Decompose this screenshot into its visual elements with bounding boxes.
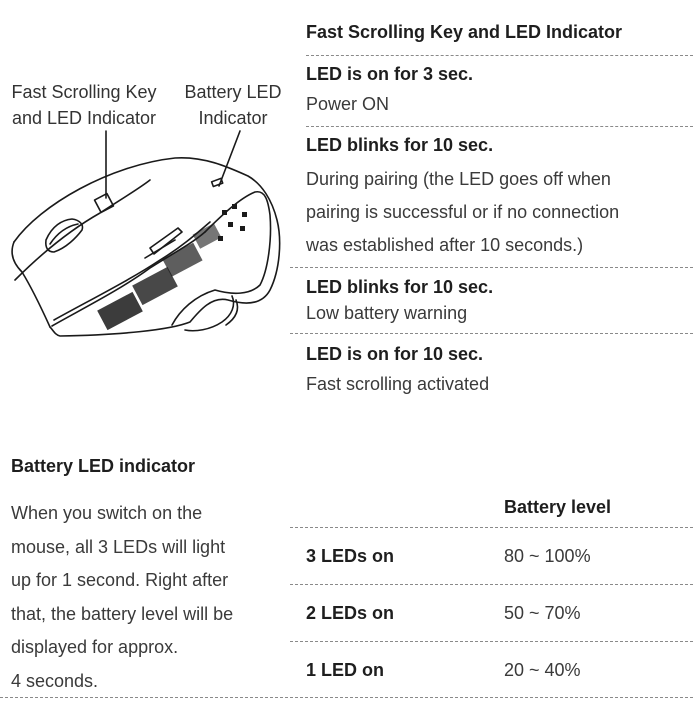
bottom-divider xyxy=(0,697,693,698)
mouse-illustration-icon xyxy=(11,130,281,337)
label-line: Fast Scrolling Key xyxy=(11,82,157,102)
paragraph-line: displayed for approx. xyxy=(11,637,179,657)
label-line: Indicator xyxy=(198,108,268,128)
battery-level-header: Battery level xyxy=(504,497,612,517)
label-line: and LED Indicator xyxy=(11,108,157,128)
divider xyxy=(290,333,693,334)
status-power-on-title: LED is on for 3 sec. xyxy=(306,64,474,84)
table-divider xyxy=(290,584,693,585)
status-power-on-description: Power ON xyxy=(306,94,390,114)
table-row-level: 20 ~ 40% xyxy=(504,660,581,680)
status-pairing-title: LED blinks for 10 sec. xyxy=(306,135,494,155)
status-fast-scrolling-title: LED is on for 10 sec. xyxy=(306,344,484,364)
divider xyxy=(306,126,693,127)
status-pairing-description-line: During pairing (the LED goes off when xyxy=(306,169,611,189)
fast-scrolling-section-title: Fast Scrolling Key and LED Indicator xyxy=(306,22,623,42)
status-low-battery-description: Low battery warning xyxy=(306,303,468,323)
table-row-level: 80 ~ 100% xyxy=(504,546,591,566)
table-row-leds: 2 LEDs on xyxy=(306,603,395,623)
paragraph-line: 4 seconds. xyxy=(11,670,99,691)
table-divider xyxy=(290,641,693,642)
table-row-level: 50 ~ 70% xyxy=(504,603,581,623)
fast-scrolling-key-label: Fast Scrolling Key and LED Indicator xyxy=(4,79,164,131)
table-divider xyxy=(290,527,693,528)
battery-section-title: Battery LED indicator xyxy=(11,456,196,476)
divider xyxy=(306,55,693,56)
status-pairing-description-line: was established after 10 seconds.) xyxy=(306,235,584,255)
label-line: Battery LED xyxy=(184,82,282,102)
table-row-leds: 3 LEDs on xyxy=(306,546,395,566)
battery-led-indicator-label: Battery LED Indicator xyxy=(176,79,290,131)
table-row-leds: 1 LED on xyxy=(306,660,385,680)
battery-section-paragraph: When you switch on the mouse, all 3 LEDs… xyxy=(11,497,271,698)
paragraph-line: up for 1 second. Right after xyxy=(11,570,229,590)
paragraph-line: When you switch on the xyxy=(11,503,203,523)
status-low-battery-title: LED blinks for 10 sec. xyxy=(306,277,494,297)
status-fast-scrolling-description: Fast scrolling activated xyxy=(306,374,490,394)
divider xyxy=(290,267,693,268)
paragraph-line: that, the battery level will be xyxy=(11,603,234,624)
status-pairing-description-line: pairing is successful or if no connectio… xyxy=(306,202,620,222)
paragraph-line: mouse, all 3 LEDs will light xyxy=(11,536,226,557)
